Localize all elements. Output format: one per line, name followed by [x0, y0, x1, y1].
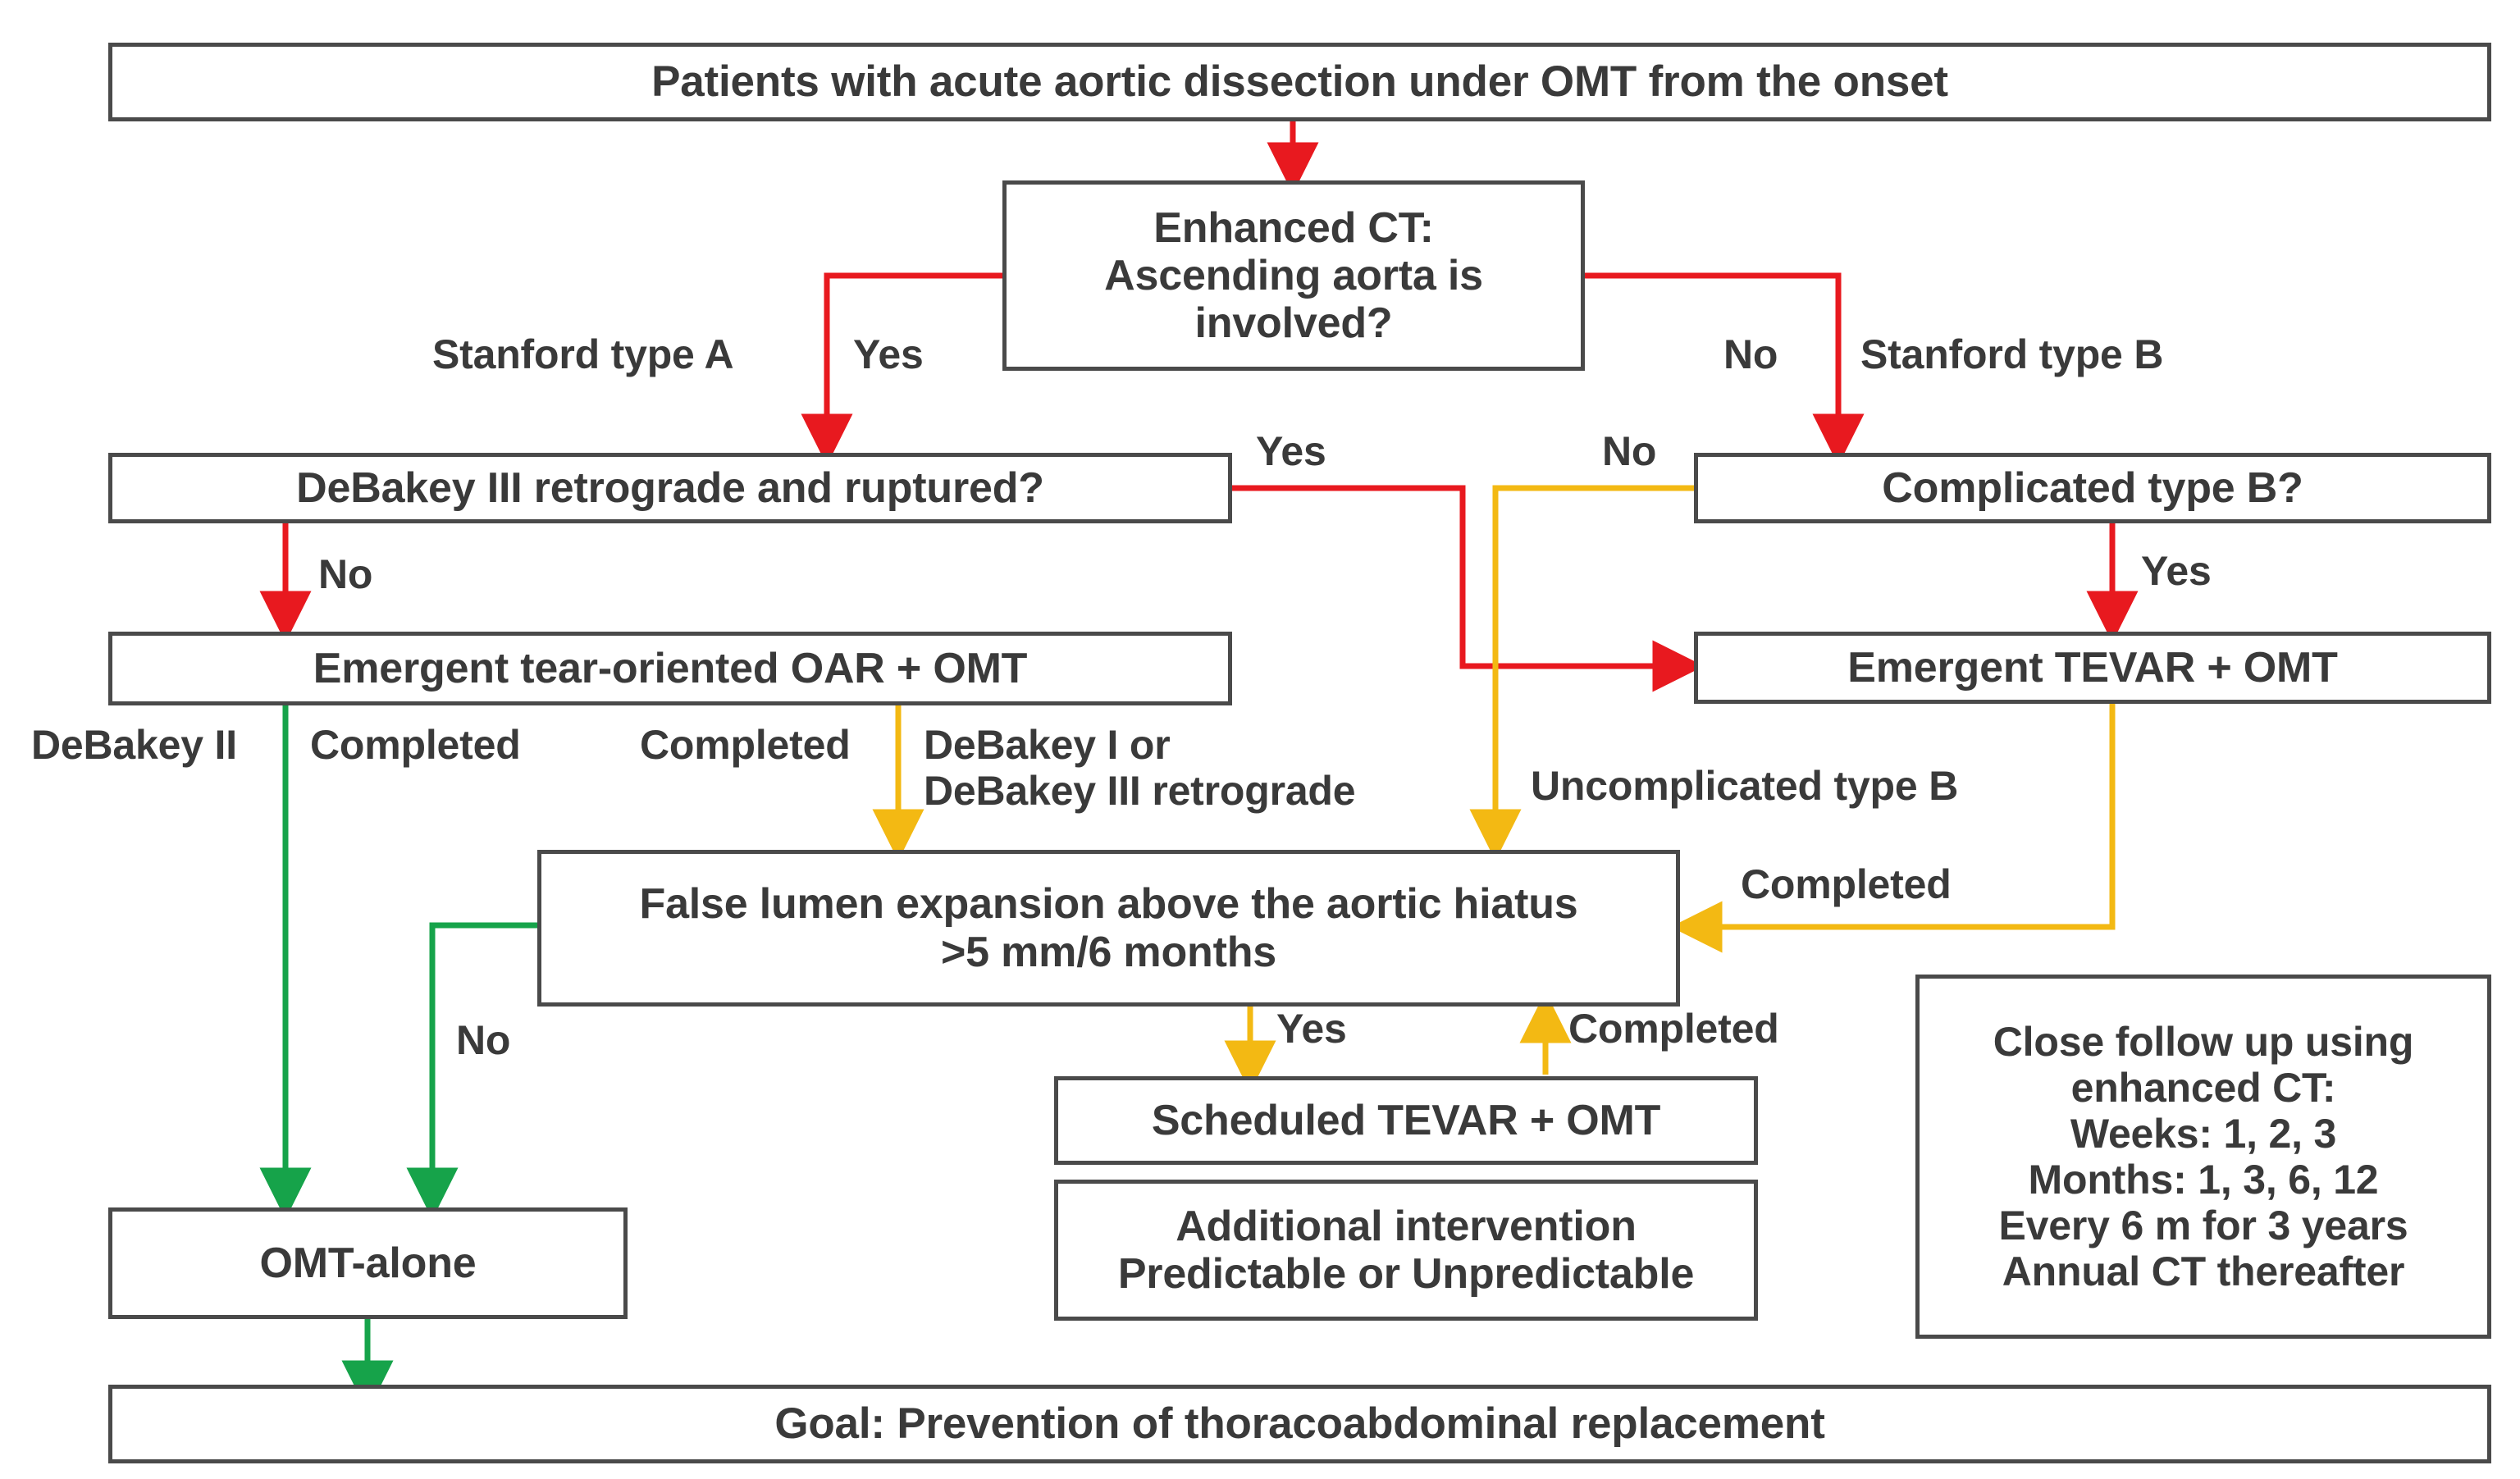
node-false-lumen[interactable]: False lumen expansion above the aortic h…: [537, 850, 1680, 1007]
edge-label-completed-tevar: Completed: [1568, 1006, 1779, 1052]
node-follow-up-label: Close follow up using enhanced CT: Weeks…: [1993, 1019, 2414, 1294]
node-additional-intervention-label: Additional intervention Predictable or U…: [1117, 1202, 1695, 1298]
edge-label-no-false-lumen: No: [456, 1017, 511, 1063]
edge-label-completed-left: Completed: [310, 722, 521, 768]
node-emergent-tevar-label: Emergent TEVAR + OMT: [1847, 643, 2338, 692]
edge-label-debakey-ii: DeBakey II: [31, 722, 237, 768]
node-additional-intervention[interactable]: Additional intervention Predictable or U…: [1054, 1180, 1758, 1321]
node-omt-alone-label: OMT-alone: [259, 1239, 477, 1287]
node-false-lumen-label: False lumen expansion above the aortic h…: [639, 880, 1578, 976]
edge-label-uncomplicated-type-b: Uncomplicated type B: [1531, 763, 1959, 809]
edge-ct-no-to-complicated: [1583, 272, 1865, 466]
node-omt-alone[interactable]: OMT-alone: [108, 1207, 628, 1319]
node-complicated-type-b-label: Complicated type B?: [1882, 463, 2303, 512]
edge-label-no-complicated: No: [1602, 428, 1657, 474]
edge-label-yes-false-lumen: Yes: [1276, 1006, 1347, 1052]
node-scheduled-tevar-label: Scheduled TEVAR + OMT: [1151, 1096, 1661, 1144]
node-emergent-oar-label: Emergent tear-oriented OAR + OMT: [313, 644, 1028, 692]
node-emergent-oar[interactable]: Emergent tear-oriented OAR + OMT: [108, 632, 1232, 705]
node-enhanced-ct-label: Enhanced CT: Ascending aorta is involved…: [1104, 203, 1483, 348]
node-complicated-type-b[interactable]: Complicated type B?: [1694, 453, 2491, 523]
edge-label-stanford-type-a: Stanford type A: [432, 331, 734, 377]
node-follow-up[interactable]: Close follow up using enhanced CT: Weeks…: [1915, 975, 2491, 1339]
edge-debakey-yes-to-tevar: [1230, 485, 1705, 692]
node-debakey-iii-label: DeBakey III retrograde and ruptured?: [296, 463, 1044, 512]
edge-label-no-ct-right: No: [1723, 331, 1778, 377]
edge-label-completed-right: Completed: [1741, 861, 1952, 907]
edge-label-yes-debakey: Yes: [1256, 428, 1326, 474]
edge-label-yes-ct-left: Yes: [853, 331, 924, 377]
node-emergent-tevar[interactable]: Emergent TEVAR + OMT: [1694, 632, 2491, 704]
node-scheduled-tevar[interactable]: Scheduled TEVAR + OMT: [1054, 1076, 1758, 1165]
edge-label-completed-mid: Completed: [640, 722, 851, 768]
node-goal[interactable]: Goal: Prevention of thoracoabdominal rep…: [108, 1385, 2491, 1463]
node-enhanced-ct[interactable]: Enhanced CT: Ascending aorta is involved…: [1002, 180, 1585, 371]
node-debakey-iii[interactable]: DeBakey III retrograde and ruptured?: [108, 453, 1232, 523]
node-goal-label: Goal: Prevention of thoracoabdominal rep…: [774, 1399, 1825, 1449]
edge-label-stanford-type-b: Stanford type B: [1860, 331, 2164, 377]
node-root[interactable]: Patients with acute aortic dissection un…: [108, 43, 2491, 121]
edge-label-debakey-i-or-iii: DeBakey I or DeBakey III retrograde: [924, 722, 1356, 814]
edge-label-yes-complicated: Yes: [2141, 548, 2212, 594]
node-root-label: Patients with acute aortic dissection un…: [651, 57, 1948, 107]
edge-label-no-debakey: No: [318, 551, 373, 597]
